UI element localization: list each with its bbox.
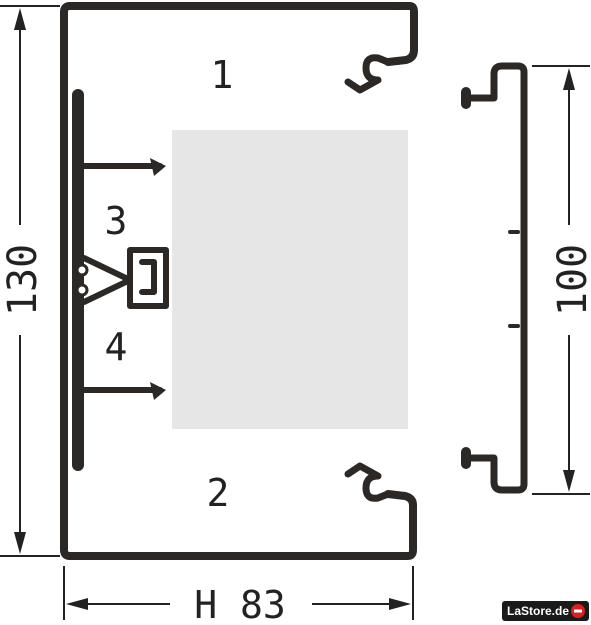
upper-shelf-hook xyxy=(150,158,166,176)
chamber-label-top: 1 xyxy=(211,53,234,97)
cover-height-label: 100 xyxy=(550,244,591,316)
cover-profile xyxy=(461,62,528,494)
width-label: H 83 xyxy=(194,583,286,625)
chamber-label-upper-middle: 3 xyxy=(105,199,128,243)
logo-text: LaStore.de xyxy=(507,604,569,618)
chamber-label-bottom: 2 xyxy=(207,471,230,515)
insert-area xyxy=(172,130,408,429)
lower-shelf-hook xyxy=(150,382,166,400)
store-logo: LaStore.de xyxy=(502,601,589,621)
clip-detail xyxy=(75,263,89,277)
duct-profile xyxy=(60,2,418,560)
chamber-label-lower-middle: 4 xyxy=(105,325,128,369)
width-dimension xyxy=(63,566,414,620)
height-dimension xyxy=(0,5,60,557)
top-hook xyxy=(344,54,392,94)
bottom-hook xyxy=(344,462,392,502)
center-clip xyxy=(81,247,169,309)
clip-detail xyxy=(75,283,89,297)
height-label: 130 xyxy=(0,244,46,316)
cover-height-dimension xyxy=(532,65,590,495)
